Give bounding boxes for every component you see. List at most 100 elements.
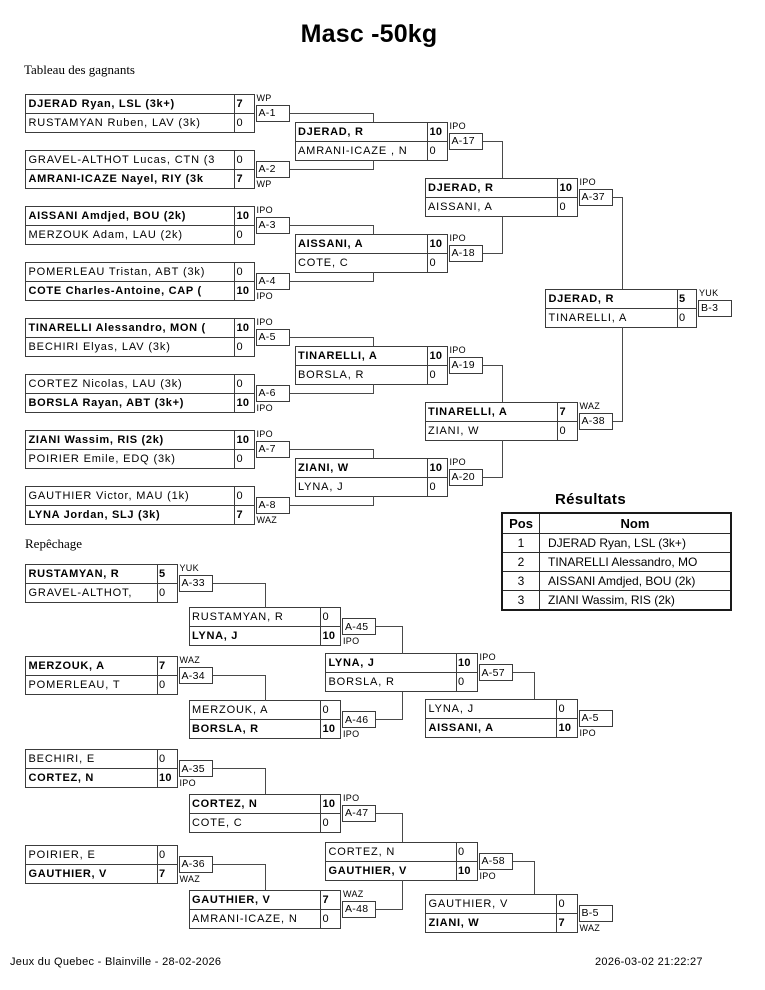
connector-line — [265, 863, 266, 890]
match-number-badge: A-18 — [448, 244, 483, 262]
competitor-score: 0 — [427, 477, 447, 496]
connector-line — [265, 675, 266, 701]
match-number-badge: B-3 — [698, 299, 732, 317]
competitor-name: BORSLA, R — [298, 368, 365, 381]
match-number-badge: A-35 — [178, 760, 213, 777]
competitor-name: CORTEZ Nicolas, LAU (3k) — [28, 377, 183, 390]
competitor-row: AMRANI-ICAZE, N 0 — [189, 908, 340, 928]
connector-line — [373, 384, 374, 394]
competitor-score: 0 — [427, 365, 447, 384]
connector-line — [512, 860, 535, 862]
win-method-label: IPO — [579, 727, 596, 738]
match-number-badge: A-33 — [178, 574, 213, 592]
connector-line — [401, 812, 403, 842]
win-method-label: WAZ — [179, 873, 201, 884]
win-method-label: IPO — [343, 792, 360, 803]
competitor-row: GRAVEL-ALTHOT,0 — [26, 582, 177, 602]
competitor-score: 0 — [234, 262, 254, 281]
win-method-label: WAZ — [579, 400, 601, 411]
competitor-name: GRAVEL-ALTHOT, — [28, 586, 133, 599]
competitor-row: TINARELLI Alessandro, MON (10 — [26, 318, 254, 337]
competitor-name: ZIANI, W — [298, 461, 349, 474]
connector-line — [502, 140, 503, 178]
competitor-score: 10 — [427, 458, 447, 477]
competitor-score: 0 — [320, 701, 340, 719]
connector-line — [622, 327, 623, 422]
footer-event-label: Jeux du Quebec - Blainville - 28-02-2026 — [10, 956, 222, 968]
competitor-score: 0 — [234, 150, 254, 169]
result-pos: 3 — [503, 591, 540, 609]
result-pos: 2 — [503, 553, 540, 571]
competitor-score: 10 — [455, 861, 477, 880]
match-number-badge: A-20 — [448, 468, 483, 486]
competitor-name: AMRANI-ICAZE, N — [192, 912, 298, 925]
win-method-label: IPO — [343, 636, 360, 646]
connector-line — [376, 908, 403, 910]
result-name: DJERAD Ryan, LSL (3k+) — [548, 536, 686, 550]
match-number-badge: A-58 — [478, 852, 513, 870]
connector-line — [622, 196, 623, 289]
win-method-label: WP — [256, 178, 272, 189]
results-title: Résultats — [554, 491, 627, 508]
connector-line — [212, 768, 266, 769]
competitor-score: 0 — [455, 673, 477, 691]
competitor-score: 0 — [320, 608, 340, 626]
competitor-name: AISSANI, A — [298, 237, 364, 250]
connector-line — [401, 880, 403, 910]
match-number-badge: A-19 — [448, 356, 483, 374]
connector-line — [534, 860, 535, 894]
match-number-badge: A-7 — [255, 440, 290, 458]
competitor-score: 10 — [427, 122, 447, 141]
competitor-row: BORSLA, R 0 — [295, 364, 447, 384]
competitor-name: POIRIER, E — [28, 848, 96, 861]
competitor-score: 10 — [320, 627, 340, 645]
match-number-badge: A-2 — [255, 160, 290, 178]
win-method-label: WAZ — [579, 922, 601, 933]
competitor-name: AMRANI-ICAZE , N — [298, 144, 408, 157]
competitor-name: GRAVEL-ALTHOT Lucas, CTN (3 — [28, 153, 216, 166]
match-number-badge: A-5 — [578, 709, 613, 727]
competitor-row: POMERLEAU Tristan, ABT (3k)0 — [26, 262, 254, 281]
connector-line — [289, 168, 374, 170]
competitor-row: CORTEZ Nicolas, LAU (3k)0 — [26, 374, 254, 393]
competitor-name: COTE, C — [298, 256, 349, 269]
match-number-badge: A-5 — [255, 328, 290, 346]
win-method-label: IPO — [579, 176, 596, 187]
competitor-score: 0 — [320, 909, 340, 928]
connector-line — [289, 336, 374, 338]
competitor-name: ZIANI Wassim, RIS (2k) — [28, 433, 164, 446]
connector-line — [289, 112, 374, 114]
connector-line — [482, 252, 503, 254]
result-pos: 1 — [503, 534, 540, 552]
competitor-row: POIRIER Emile, EDQ (3k)0 — [26, 448, 254, 468]
connector-line — [482, 364, 503, 366]
competitor-row: MERZOUK Adam, LAU (2k)0 — [26, 224, 254, 244]
competitor-name: GAUTHIER Victor, MAU (1k) — [28, 489, 190, 502]
win-method-label: YUK — [179, 562, 199, 573]
match-number-badge: A-47 — [342, 804, 376, 822]
competitor-name: BECHIRI, E — [28, 753, 96, 765]
